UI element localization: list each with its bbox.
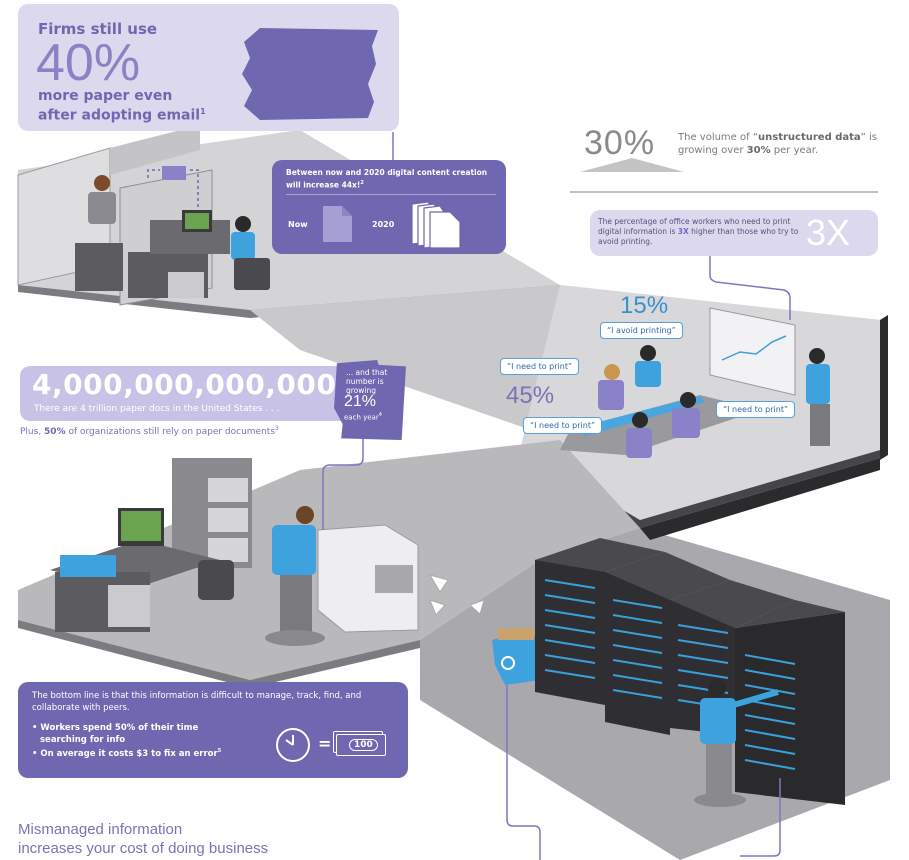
digital-content-card: Between now and 2020 digital content cre… bbox=[272, 160, 506, 254]
bullet-error-cost: • On average it costs $3 to fix an error… bbox=[32, 748, 222, 759]
speech-bubble-avoid-printing: “I avoid printing” bbox=[600, 322, 683, 339]
growth-line4: each year4 bbox=[344, 412, 382, 422]
growth-line3: growing bbox=[346, 386, 376, 395]
paper-stat-line4: after adopting email1 bbox=[38, 107, 206, 124]
multiple-documents-icon bbox=[411, 201, 461, 249]
bottom-line-card: The bottom line is that this information… bbox=[18, 682, 408, 778]
paper-docs-sub: There are 4 trillion paper docs in the U… bbox=[34, 404, 280, 414]
footer-headline: Mismanaged information increases your co… bbox=[18, 820, 268, 858]
equals-sign: = bbox=[318, 734, 332, 753]
paper-stat-line3: more paper even bbox=[38, 88, 173, 104]
speech-bubble-need-print-3: “I need to print” bbox=[716, 401, 796, 418]
money-bill-icon: 100 bbox=[336, 734, 386, 756]
unstructured-text: The volume of “unstructured data” is gro… bbox=[678, 132, 877, 156]
footer-line1: Mismanaged information bbox=[18, 821, 183, 838]
avoid-printing-pct: 15% bbox=[620, 292, 669, 319]
growth-pct: 21% bbox=[344, 393, 377, 410]
server-racks bbox=[535, 538, 845, 805]
growth-line1: ... and that bbox=[346, 368, 388, 377]
divider bbox=[286, 194, 496, 195]
paper-usage-stat-card: Firms still use 40% more paper even afte… bbox=[18, 4, 399, 131]
single-document-icon bbox=[323, 206, 352, 242]
digital-content-text: Between now and 2020 digital content cre… bbox=[286, 168, 488, 190]
bullet-search-time: • Workers spend 50% of their time search… bbox=[32, 723, 199, 745]
need-print-pct: 45% bbox=[506, 382, 555, 409]
paper-docs-big: 4,000,000,000,000 bbox=[32, 368, 337, 401]
now-label: Now bbox=[288, 220, 308, 229]
speech-bubble-need-print-1: “I need to print” bbox=[500, 358, 580, 375]
growth-line2: number is bbox=[346, 377, 384, 386]
paper-stat-line1: Firms still use bbox=[38, 20, 158, 38]
growth-badge: ... and that number is growing 21% each … bbox=[334, 360, 406, 440]
bill-value: 100 bbox=[349, 739, 378, 751]
print-ratio-card: The percentage of office workers who nee… bbox=[590, 210, 878, 256]
unstructured-big-pct: 30% bbox=[584, 124, 656, 162]
2020-label: 2020 bbox=[372, 220, 395, 229]
paper-reliance-text: Plus, 50% of organizations still rely on… bbox=[20, 425, 279, 437]
footer-line2: increases your cost of doing business bbox=[18, 840, 269, 857]
print-ratio-text: The percentage of office workers who nee… bbox=[598, 217, 799, 246]
paper-stat-big: 40% bbox=[36, 34, 141, 92]
clock-icon bbox=[276, 728, 310, 762]
speech-bubble-need-print-2: “I need to print” bbox=[523, 417, 603, 434]
bottom-line-intro: The bottom line is that this information… bbox=[32, 691, 362, 713]
paper-stack-icon bbox=[242, 28, 378, 120]
paper-docs-card: 4,000,000,000,000 There are 4 trillion p… bbox=[20, 366, 390, 421]
print-ratio-big: 3X bbox=[806, 212, 851, 253]
